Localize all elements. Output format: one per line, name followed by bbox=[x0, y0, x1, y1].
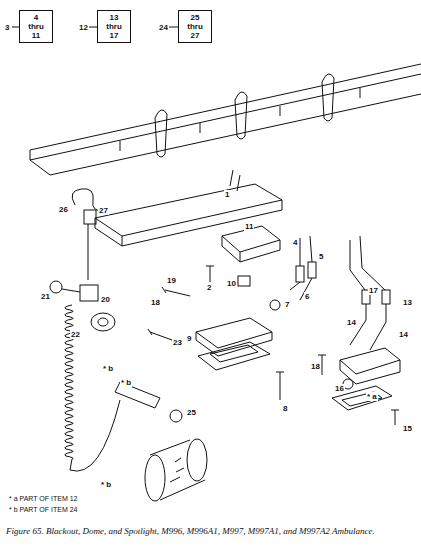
callout-number: 6 bbox=[304, 292, 310, 301]
reference-box: 13 thru 17 bbox=[97, 10, 131, 43]
illustration-stroke bbox=[12, 27, 19, 28]
callout-number: 23 bbox=[172, 338, 183, 347]
illustration-stroke bbox=[30, 74, 421, 160]
illustration-stroke bbox=[210, 345, 258, 362]
callout-number: 21 bbox=[40, 292, 51, 301]
illustration-stroke bbox=[155, 110, 167, 157]
callout-number: 15 bbox=[402, 424, 413, 433]
callout-number: * a bbox=[366, 392, 378, 401]
callout-number: 11 bbox=[244, 222, 254, 231]
callout-number: 14 bbox=[398, 330, 409, 339]
mounting-bracket bbox=[95, 170, 282, 246]
callout-number: 14 bbox=[346, 318, 357, 327]
footnote: * b PART OF ITEM 24 bbox=[8, 505, 78, 514]
illustration-stroke bbox=[340, 360, 400, 384]
illustration-stroke bbox=[230, 170, 240, 191]
callout-number: 25 bbox=[186, 408, 197, 417]
callout-number: 5 bbox=[318, 252, 324, 261]
illustration-stroke bbox=[169, 27, 178, 28]
illustration-stroke bbox=[150, 440, 205, 500]
illustration-stroke bbox=[62, 289, 80, 292]
illustration-stroke bbox=[322, 74, 334, 121]
illustration-stroke bbox=[170, 458, 184, 482]
switch-and-wiring bbox=[50, 189, 214, 340]
illustration-stroke bbox=[170, 410, 182, 422]
callout-number: 7 bbox=[284, 300, 290, 309]
illustration-stroke bbox=[276, 372, 284, 400]
illustration-stroke bbox=[198, 342, 270, 370]
callout-number: * b bbox=[120, 378, 132, 387]
illustration-stroke bbox=[98, 318, 108, 326]
reference-box: 4 thru 11 bbox=[19, 10, 53, 43]
illustration-stroke bbox=[65, 305, 120, 471]
illustration-stroke bbox=[187, 439, 207, 481]
illustration-stroke bbox=[240, 252, 241, 262]
callout-number: 17 bbox=[368, 286, 379, 295]
illustration-stroke bbox=[222, 236, 280, 262]
callout-number: * b bbox=[100, 480, 112, 489]
illustration-stroke bbox=[145, 455, 165, 501]
illustration-stroke bbox=[235, 92, 247, 139]
illustration-stroke bbox=[88, 224, 89, 280]
box-text: 13 thru 17 bbox=[106, 13, 122, 40]
box-text: 4 thru 11 bbox=[28, 13, 44, 40]
footnote: * a PART OF ITEM 12 bbox=[8, 494, 78, 503]
callout-number: 13 bbox=[402, 298, 413, 307]
box-text: 25 thru 27 bbox=[187, 13, 203, 40]
callout-number: 24 bbox=[158, 23, 169, 32]
callout-number: 22 bbox=[70, 330, 81, 339]
illustration-stroke bbox=[340, 348, 400, 374]
callout-number: 10 bbox=[226, 279, 237, 288]
illustration-stroke bbox=[238, 276, 250, 286]
illustration-stroke bbox=[290, 278, 312, 300]
callout-number: 3 bbox=[4, 23, 10, 32]
callout-number: * b bbox=[102, 364, 114, 373]
callout-number: 1 bbox=[224, 190, 230, 199]
callout-number: 20 bbox=[100, 295, 111, 304]
illustration-stroke bbox=[30, 150, 50, 175]
illustration-stroke bbox=[122, 236, 123, 246]
illustration-stroke bbox=[80, 285, 98, 301]
callout-number: 9 bbox=[186, 334, 192, 343]
illustration-stroke bbox=[382, 290, 390, 304]
illustration-stroke bbox=[350, 236, 385, 290]
callout-number: 12 bbox=[78, 23, 89, 32]
illustration-stroke bbox=[391, 410, 399, 425]
reference-box: 25 thru 27 bbox=[178, 10, 212, 43]
callout-number: 16 bbox=[334, 384, 345, 393]
callout-number: 26 bbox=[58, 205, 69, 214]
callout-number: 8 bbox=[282, 404, 288, 413]
callout-number: 18 bbox=[150, 298, 161, 307]
dome-light bbox=[196, 226, 316, 400]
illustration-stroke bbox=[196, 332, 272, 356]
illustration-stroke bbox=[350, 304, 386, 350]
illustration-stroke bbox=[95, 200, 282, 246]
illustration-stroke bbox=[162, 287, 190, 296]
callout-number: 4 bbox=[292, 238, 298, 247]
callout-number: 27 bbox=[98, 206, 109, 215]
illustration-stroke bbox=[296, 266, 304, 282]
illustration-stroke bbox=[270, 300, 280, 310]
illustration-stroke bbox=[84, 210, 96, 224]
illustration-stroke bbox=[148, 329, 172, 340]
blackout-light bbox=[318, 236, 400, 425]
spotlight bbox=[65, 305, 207, 501]
illustration-stroke bbox=[89, 27, 97, 28]
callout-number: 18 bbox=[310, 362, 321, 371]
figure-caption: Figure 65. Blackout, Dome, and Spotlight… bbox=[6, 526, 416, 536]
callout-number: 2 bbox=[206, 283, 212, 292]
roof-structure bbox=[30, 64, 421, 175]
illustration-stroke bbox=[91, 313, 115, 331]
illustration-stroke bbox=[342, 392, 382, 406]
illustration-stroke bbox=[50, 281, 62, 293]
illustration-stroke bbox=[206, 266, 214, 282]
illustration-stroke bbox=[308, 262, 316, 278]
callout-number: 19 bbox=[166, 276, 177, 285]
illustration-stroke bbox=[95, 184, 282, 236]
